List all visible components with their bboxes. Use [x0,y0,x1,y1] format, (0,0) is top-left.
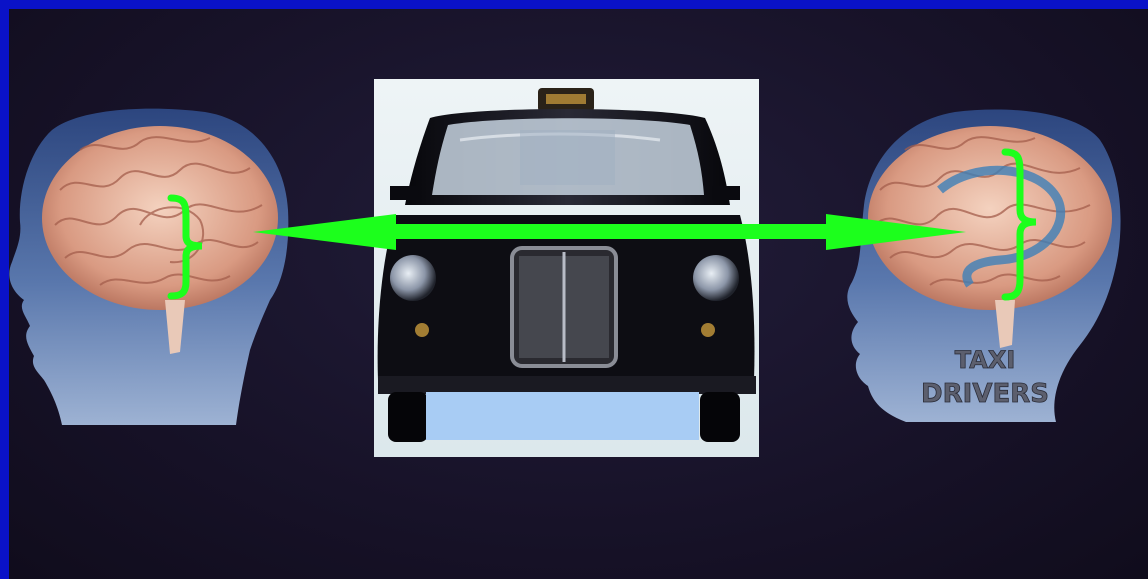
left-head-icon [9,109,288,425]
taxi-photo [374,79,759,457]
taxi-wheel-left [388,392,428,442]
taxi-wheel-right [700,392,740,442]
taxi-mirror-left [390,186,418,200]
right-head-icon: TAXI DRIVERS [847,109,1120,422]
taxi-license-plate [426,392,699,440]
taxi-bumper [378,376,756,394]
taxi-headlight-right [693,255,739,301]
right-head-caption-line1: TAXI [955,346,1016,374]
slide-scene: TAXI DRIVERS [9,9,1148,579]
slide: TAXI DRIVERS [9,9,1148,579]
left-brain [42,126,278,310]
right-head-caption-line2: DRIVERS [921,379,1049,409]
arrow-shaft [390,224,840,239]
taxi-headlight-left [390,255,436,301]
taxi-mirror-right [712,186,740,200]
london-taxi-icon [378,88,756,442]
